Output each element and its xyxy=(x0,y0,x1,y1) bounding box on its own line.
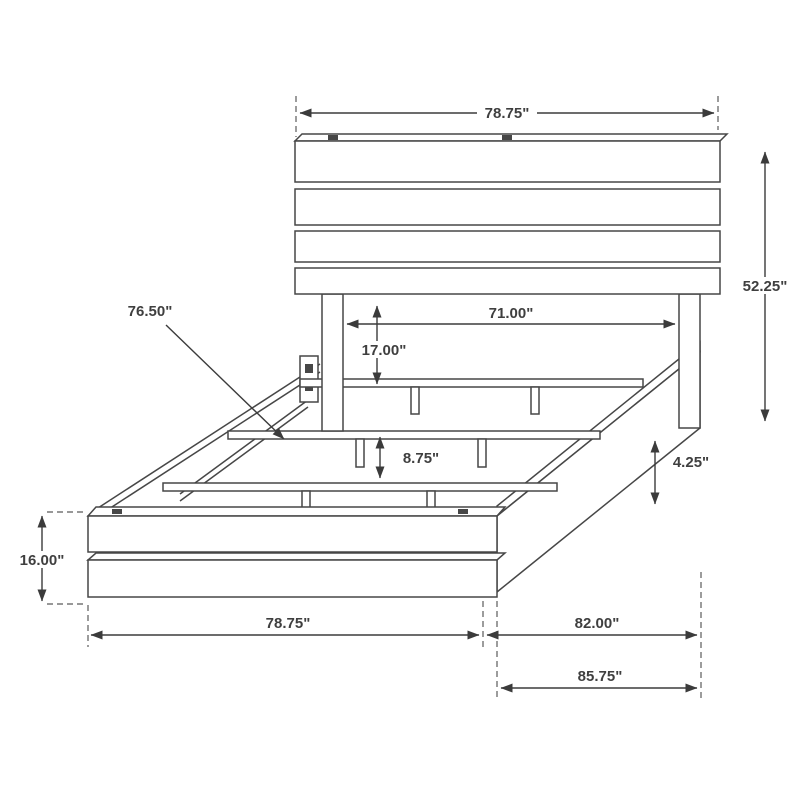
dim-headboard-width: 78.75" xyxy=(295,96,719,137)
dim-frame-length-label: 82.00" xyxy=(575,615,620,632)
dim-headboard-to-deck-label: 17.00" xyxy=(362,342,407,359)
dim-frame-length: 82.00" xyxy=(486,615,698,640)
dim-slat-rail-length-label: 76.50" xyxy=(128,303,173,320)
label-background xyxy=(354,341,414,358)
headboard-leg-right xyxy=(678,293,701,429)
headboard-peg-left xyxy=(328,135,338,140)
headboard-plank-2 xyxy=(294,188,721,226)
dim-overall-length-label: 85.75" xyxy=(578,668,623,685)
dimension-annotations: 78.75" 52.25" 71.00" 17.00" 76.50" 8.75" xyxy=(12,96,795,699)
dim-base-width-label: 78.75" xyxy=(266,615,311,632)
dim-overall-height: 52.25" xyxy=(735,151,795,422)
footboard xyxy=(86,506,507,598)
label-background xyxy=(735,277,795,294)
far-rail-bottom-edge xyxy=(97,371,321,517)
label-background xyxy=(477,104,537,121)
dim-slat-rail-length-leader xyxy=(165,324,285,440)
dim-footboard-height-label: 16.00" xyxy=(20,552,65,569)
far-side-rail xyxy=(97,363,321,517)
slat-1-leg-c xyxy=(530,386,540,415)
far-rail-top-edge xyxy=(97,363,321,509)
dim-rail-height: 4.25" xyxy=(650,440,709,505)
footboard-top-face xyxy=(86,506,507,517)
dim-base-width: 78.75" xyxy=(90,615,480,640)
center-rail-top-edge xyxy=(179,399,309,495)
bottom-extension-lines xyxy=(87,572,702,699)
dim-headboard-width-label: 78.75" xyxy=(485,105,530,122)
footboard-peg-left xyxy=(112,509,122,514)
footboard-peg-right xyxy=(458,509,468,514)
dim-inner-width-label: 71.00" xyxy=(489,305,534,322)
dim-footboard-height: 16.00" xyxy=(12,511,84,605)
dim-headboard-to-deck: 17.00" xyxy=(354,305,414,385)
slat-2-leg-a xyxy=(355,438,365,468)
bed-structure xyxy=(86,133,729,598)
footboard-mid-face xyxy=(86,552,507,561)
slat-1 xyxy=(299,378,644,388)
bracket-hook-top xyxy=(305,364,313,373)
dim-slat-clearance-label: 8.75" xyxy=(403,450,439,467)
dim-overall-height-label: 52.25" xyxy=(743,278,788,295)
label-background xyxy=(12,551,72,568)
slat-3 xyxy=(162,482,558,492)
headboard-plank-4 xyxy=(294,267,721,295)
dim-overall-length: 85.75" xyxy=(500,668,698,693)
dim-rail-height-label: 4.25" xyxy=(673,454,709,471)
headboard xyxy=(293,133,729,432)
footboard-plank-2 xyxy=(87,559,498,598)
slat-1-leg-b xyxy=(410,386,420,415)
headboard-peg-right xyxy=(502,135,512,140)
dim-inner-width: 71.00" xyxy=(346,305,676,329)
slat-2 xyxy=(227,430,601,440)
near-rail-front-face xyxy=(496,350,701,594)
dim-slat-clearance: 8.75" xyxy=(375,436,439,479)
headboard-leg-left xyxy=(321,293,344,432)
dim-slat-rail-length: 76.50" xyxy=(128,303,285,440)
slat-2-leg-b xyxy=(477,438,487,468)
headboard-plank-1 xyxy=(294,140,721,183)
headboard-plank-3 xyxy=(294,230,721,263)
footboard-plank-1 xyxy=(87,515,498,553)
